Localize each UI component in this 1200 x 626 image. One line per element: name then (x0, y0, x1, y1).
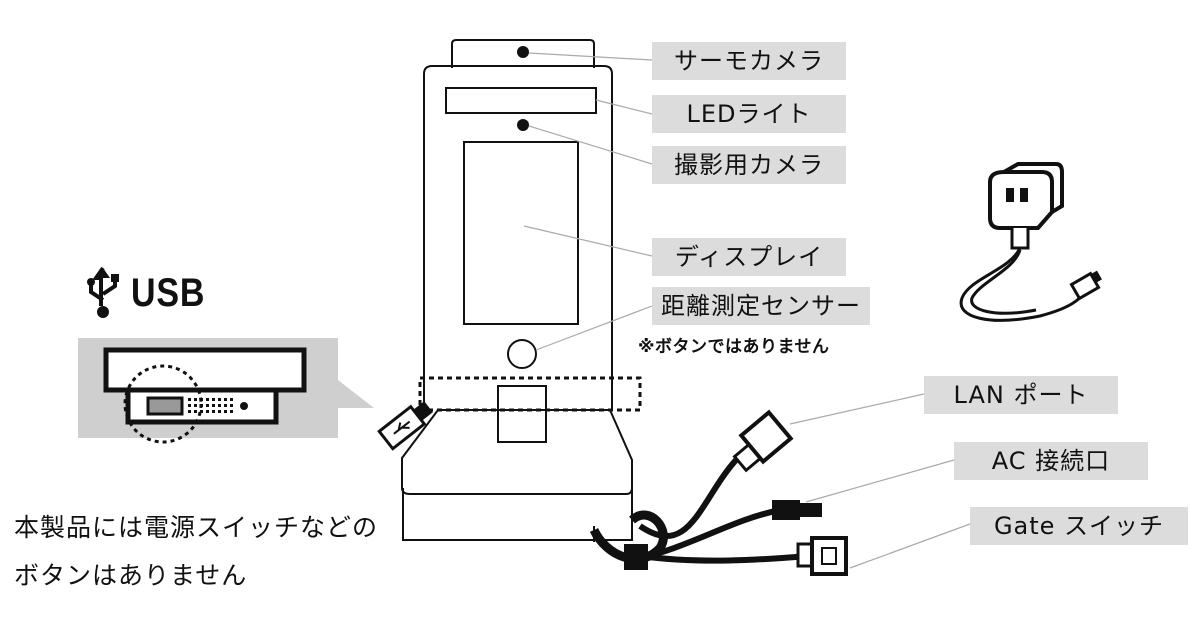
usb-icon (87, 266, 119, 318)
cable-ferrite (624, 544, 648, 570)
power-adapter-icon (959, 162, 1102, 322)
lan-connector (732, 409, 794, 473)
label-distance-sensor: 距離測定センサー (652, 287, 870, 325)
ac-connector (772, 500, 822, 520)
caption-line-2: ボタンはありません (14, 561, 248, 590)
label-led-light: LEDライト (652, 95, 846, 133)
usb-heading: USB (85, 266, 218, 318)
device-body (401, 39, 633, 542)
label-display: ディスプレイ (652, 238, 846, 276)
label-photo-camera: 撮影用カメラ (652, 146, 846, 184)
label-lan-port: LAN ポート (924, 376, 1118, 414)
label-gate-switch: Gate スイッチ (970, 507, 1188, 545)
distance-sensor-note: ※ボタンではありません (638, 337, 830, 357)
usb-stick-icon (377, 401, 433, 451)
usb-port-callout (78, 338, 374, 444)
usb-area-highlight (418, 376, 642, 412)
cable-bundle (589, 457, 809, 564)
caption-line-1: 本製品には電源スイッチなどの (14, 513, 379, 542)
leader-lines (523, 52, 971, 569)
label-ac-port: AC 接続口 (954, 442, 1148, 480)
usb-label: USB (131, 270, 206, 315)
camera-dots (517, 46, 529, 131)
gate-connector (796, 536, 848, 576)
label-thermo-camera: サーモカメラ (652, 42, 846, 80)
